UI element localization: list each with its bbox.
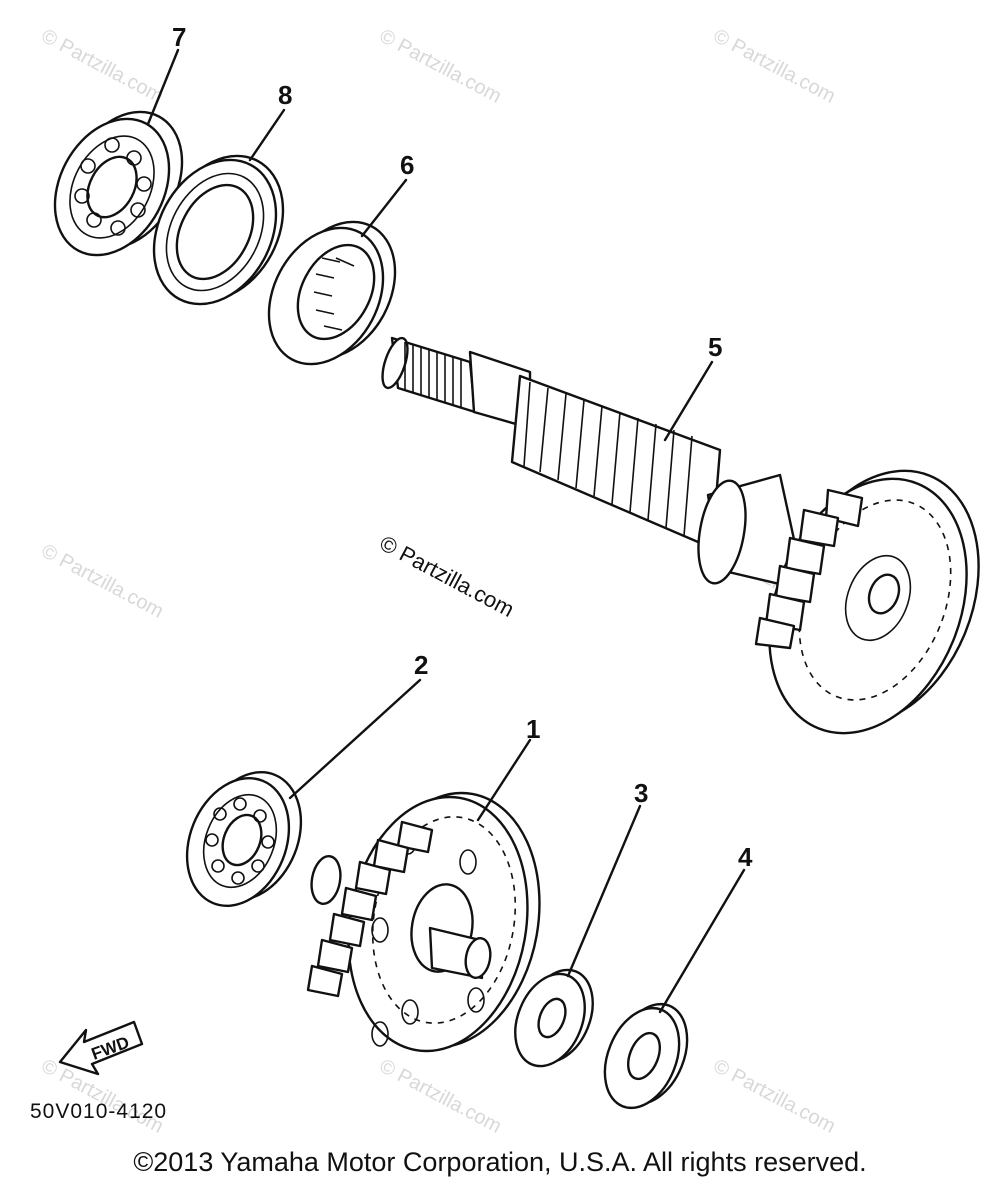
part-code: 50V010-4120 (30, 1100, 167, 1123)
callout-6: 6 (400, 150, 414, 180)
center-watermark: © Partzilla.com (376, 530, 519, 622)
callout-4: 4 (738, 842, 753, 872)
part-4-washer (603, 1002, 689, 1110)
fwd-arrow: FWD (58, 1020, 144, 1076)
watermark: © Partzilla.com (710, 25, 839, 108)
callout-1: 1 (526, 714, 540, 744)
part-3-washer (514, 968, 594, 1068)
callout-3: 3 (634, 778, 648, 808)
callout-5: 5 (708, 332, 722, 362)
part-1-drive-gear (306, 791, 541, 1053)
watermark: © Partzilla.com (38, 540, 167, 623)
part-6-roller-bearing (267, 220, 397, 366)
copyright-notice: ©2013 Yamaha Motor Corporation, U.S.A. A… (133, 1147, 867, 1177)
watermark: © Partzilla.com (38, 1055, 167, 1138)
part-8-oil-seal (152, 154, 285, 306)
part-7-ball-bearing (53, 110, 184, 257)
part-2-ball-bearing (185, 771, 303, 907)
leader-lines (146, 48, 746, 1014)
watermark: © Partzilla.com (710, 1055, 839, 1138)
callout-2: 2 (414, 650, 428, 680)
callout-labels: 7 8 6 5 2 1 3 4 (172, 22, 753, 872)
watermark: © Partzilla.com (376, 25, 505, 108)
watermark: © Partzilla.com (38, 25, 167, 108)
callout-7: 7 (172, 22, 186, 52)
callout-8: 8 (278, 80, 292, 110)
watermark: © Partzilla.com (376, 1055, 505, 1138)
part-5-main-shaft (381, 336, 980, 735)
